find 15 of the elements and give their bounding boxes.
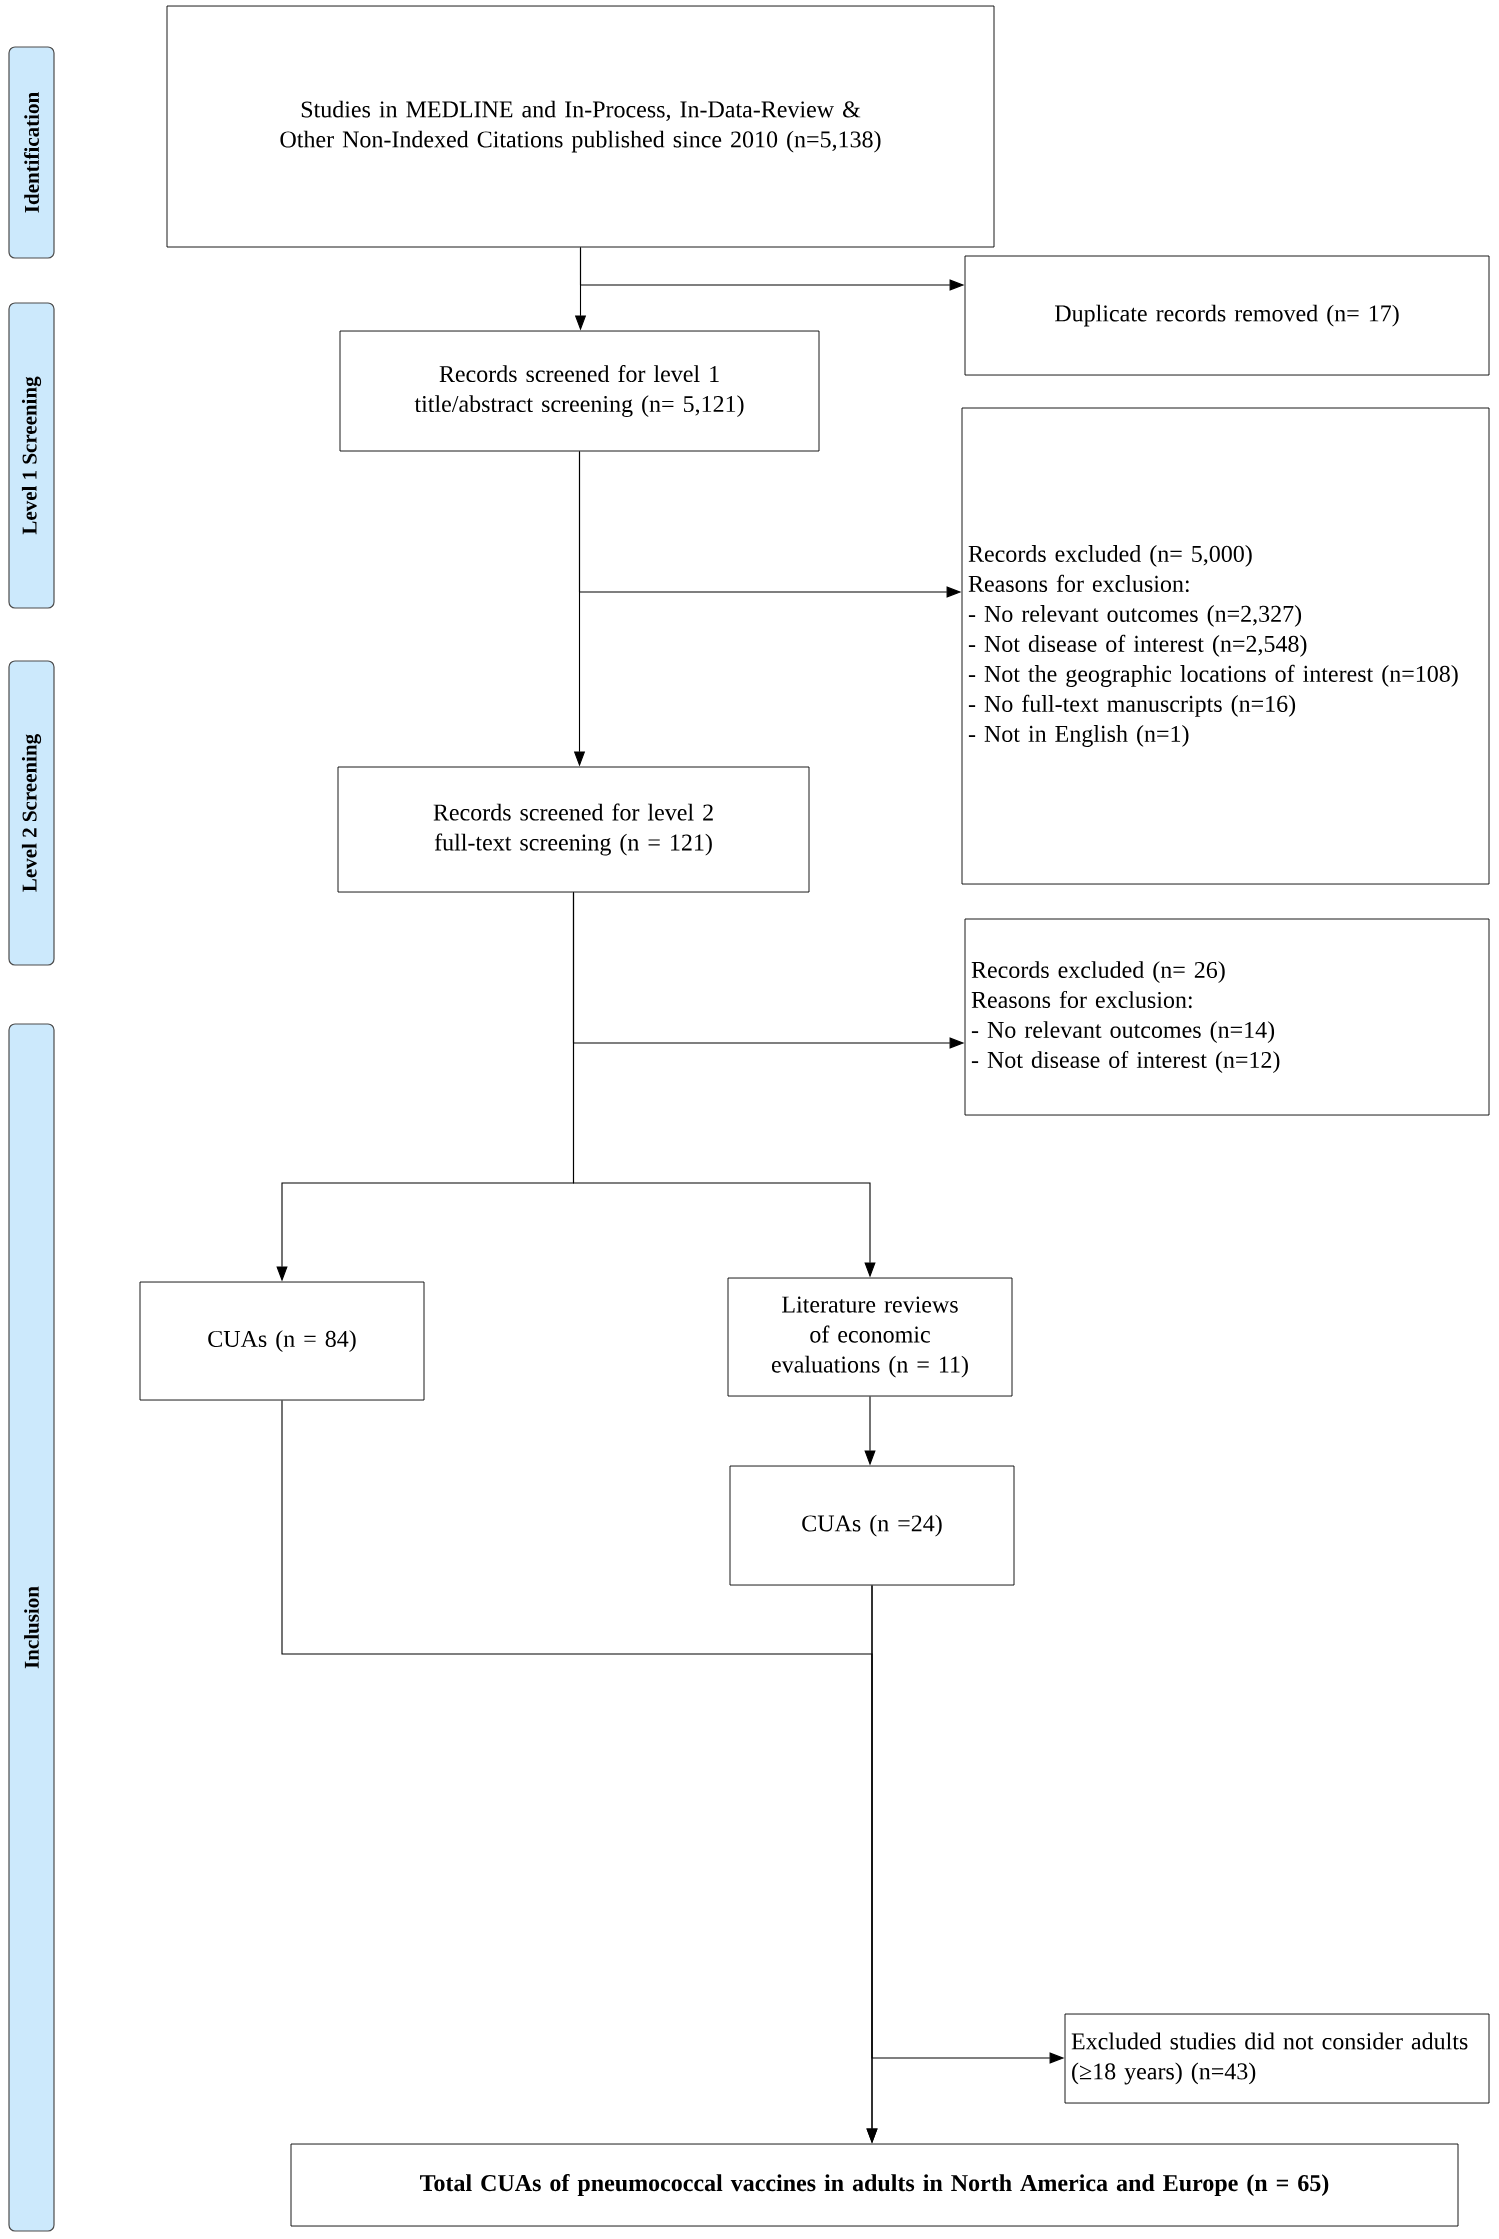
stage-band: Inclusion [8,1023,55,2232]
stage-band: Level 2 Screening [8,660,55,966]
process-box: Studies in MEDLINE and In-Process, In-Data-Review & Other Non-Indexed Citations published since 2010 (n=5,138) [166,5,995,248]
stage-band: Level 1 Screening [8,302,55,609]
stage-band: Identification [8,46,55,259]
process-box: CUAs (n = 84) [139,1281,425,1401]
exclusion-box: Records excluded (n= 26) Reasons for exclusion: - No relevant outcomes (n=14) - Not disease of interest (n=12) [964,918,1490,1116]
process-box: Duplicate records removed (n= 17) [964,255,1490,376]
exclusion-box: Records excluded (n= 5,000) Reasons for exclusion: - No relevant outcomes (n=2,327) - Not disease of interest (n=2,548) - Not the geographic locations of interest (n=108) - No full-text manuscripts (n=16) - Not in English (n=1) [961,407,1490,885]
process-box: CUAs (n =24) [729,1465,1015,1586]
exclusion-box: Excluded studies did not consider adults (≥18 years) (n=43) [1064,2013,1490,2104]
process-box: Records screened for level 2 full-text screening (n = 121) [337,766,810,893]
process-box: Literature reviews of economic evaluations (n = 11) [727,1277,1013,1397]
process-box: Records screened for level 1 title/abstract screening (n= 5,121) [339,330,820,452]
result-box: Total CUAs of pneumococcal vaccines in adults in North America and Europe (n = 65) [290,2143,1459,2227]
